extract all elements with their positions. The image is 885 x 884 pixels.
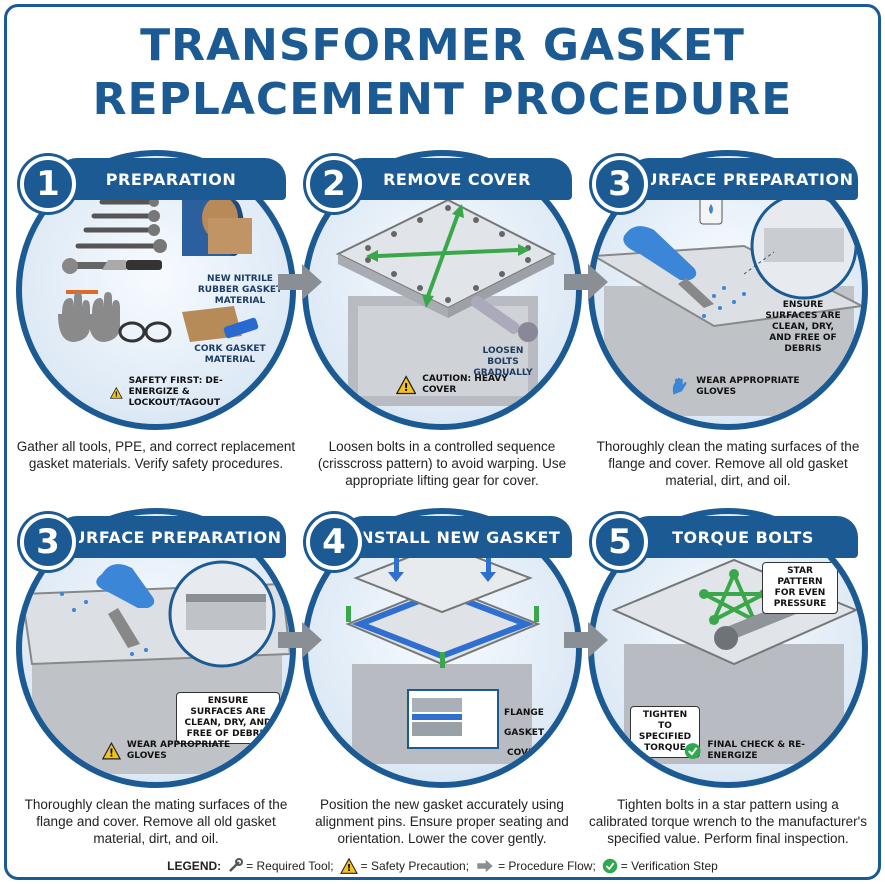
surface-prep-illustration <box>594 186 862 416</box>
step-description: Loosen bolts in a controlled sequence (c… <box>317 439 567 488</box>
page-title-line2: REPLACEMENT PROCEDURE <box>92 74 793 125</box>
legend-title: LEGEND: <box>167 859 222 873</box>
step-heading: REMOVE COVER <box>342 158 572 200</box>
step-heading: SURFACE PREPARATION <box>56 516 286 558</box>
svg-text:!: ! <box>109 749 114 760</box>
flow-arrow-icon <box>564 264 608 300</box>
flow-arrow-icon <box>278 622 322 658</box>
lowering-arrows-icon <box>388 554 496 582</box>
clean-surface-label: ENSURE SURFACES ARE CLEAN, DRY, AND FREE… <box>765 300 841 354</box>
crisscross-arrows-icon <box>366 204 530 308</box>
step-card-4: ENSURE SURFACES ARE CLEAN, DRY, AND FREE… <box>16 508 296 884</box>
glove-icon <box>672 377 687 395</box>
legend-item-tool: = Required Tool; <box>227 858 334 874</box>
clean-surface-callout: ENSURE SURFACES ARE CLEAN, DRY, AND FREE… <box>176 692 280 744</box>
warning-icon: ! <box>102 741 121 760</box>
safety-text: CAUTION: HEAVY COVER <box>422 374 508 395</box>
glove-icon <box>623 226 697 280</box>
gasket-label: GASKET <box>504 728 545 738</box>
star-pattern-icon <box>703 573 765 625</box>
check-icon <box>684 743 701 759</box>
step-description: Gather all tools, PPE, and correct repla… <box>16 439 296 471</box>
legend-item-verify: = Verification Step <box>602 858 718 874</box>
flow-arrow-icon <box>564 622 608 658</box>
safety-text: WEAR APPROPRIATE GLOVES <box>126 740 231 761</box>
warning-icon: ! <box>110 386 123 398</box>
flow-arrow-icon <box>278 264 322 300</box>
step-description: Position the new gasket accurately using… <box>315 797 569 846</box>
flange-label: FLANGE <box>504 708 544 718</box>
safety-note: WEAR APPROPRIATE GLOVES <box>670 376 820 398</box>
verification-text: FINAL CHECK & RE-ENERGIZE <box>707 740 806 761</box>
wrench-set-icon <box>75 199 160 249</box>
wrench-icon <box>471 295 538 342</box>
wrench-icon <box>229 858 244 872</box>
legend-item-flow: = Procedure Flow; <box>475 859 596 873</box>
page-frame <box>4 4 881 880</box>
glove-icon <box>96 564 155 608</box>
safety-note: ! SAFETY FIRST: DE-ENERGIZE & LOCKOUT/TA… <box>110 376 260 409</box>
step-heading: TORQUE BOLTS <box>628 516 858 558</box>
preparation-illustration <box>58 196 259 343</box>
warning-icon: ! <box>396 375 417 395</box>
step-card-3: ENSURE SURFACES ARE CLEAN, DRY, AND FREE… <box>588 150 868 570</box>
step-description: Tighten bolts in a star pattern using a … <box>589 797 867 846</box>
safety-text: WEAR APPROPRIATE GLOVES <box>696 376 800 397</box>
scraper-icon <box>102 260 162 270</box>
step-card-5: FLANGE GASKET COVER INSTALL NEW GASKET 4… <box>302 508 582 884</box>
step-heading: SURFACE PREPARATION <box>628 158 858 200</box>
svg-text:!: ! <box>404 381 409 394</box>
safety-text: SAFETY FIRST: DE-ENERGIZE & LOCKOUT/TAGO… <box>128 376 223 408</box>
loosen-bolts-label: LOOSEN BOLTS GRADUALLY <box>473 346 533 378</box>
step-heading: PREPARATION <box>56 158 286 200</box>
warning-icon: ! <box>339 858 358 874</box>
nitrile-gasket-label: NEW NITRILE RUBBER GASKET MATERIAL <box>197 274 283 306</box>
cover-label: COVER <box>506 748 542 758</box>
step-card-6: STAR PATTERN FOR EVEN PRESSURE TIGHTEN T… <box>588 508 868 884</box>
cork-gasket-label: CORK GASKET MATERIAL <box>194 344 266 365</box>
glove-icon <box>58 292 120 342</box>
nitrile-gasket-roll-icon <box>182 196 252 256</box>
verification-note: FINAL CHECK & RE-ENERGIZE <box>684 740 824 762</box>
star-pattern-callout: STAR PATTERN FOR EVEN PRESSURE <box>762 562 838 614</box>
step-number-badge: 1 <box>20 156 76 212</box>
step-number-badge: 2 <box>306 156 362 212</box>
check-icon <box>602 858 618 874</box>
cork-sheet-icon <box>182 306 259 342</box>
legend-item-safety: ! = Safety Precaution; <box>339 858 469 874</box>
step-number-badge: 5 <box>592 514 648 570</box>
page-title-line1: TRANSFORMER GASKET <box>140 20 745 71</box>
step-description: Thoroughly clean the mating surfaces of … <box>596 439 860 488</box>
step-heading: INSTALL NEW GASKET <box>342 516 572 558</box>
safety-note: ! WEAR APPROPRIATE GLOVES <box>102 740 242 762</box>
install-gasket-illustration <box>345 542 541 764</box>
svg-text:!: ! <box>347 863 351 874</box>
legend: LEGEND: = Required Tool; ! = Safety Prec… <box>0 858 885 874</box>
flow-arrow-icon <box>477 859 493 873</box>
step-card-2: LOOSEN BOLTS GRADUALLY ! CAUTION: HEAVY … <box>302 150 582 570</box>
step-number-badge: 4 <box>306 514 362 570</box>
alignment-pin-icon <box>346 606 539 668</box>
step-description: Thoroughly clean the mating surfaces of … <box>24 797 288 846</box>
blade-icon <box>66 290 98 294</box>
safety-goggles-icon <box>118 321 172 343</box>
step-number-badge: 3 <box>592 156 648 212</box>
step-number-badge: 3 <box>20 514 76 570</box>
safety-note: ! CAUTION: HEAVY COVER <box>396 374 526 396</box>
remove-cover-illustration <box>335 198 557 406</box>
step-card-1: NEW NITRILE RUBBER GASKET MATERIAL CORK … <box>16 150 296 570</box>
svg-text:!: ! <box>115 390 118 398</box>
